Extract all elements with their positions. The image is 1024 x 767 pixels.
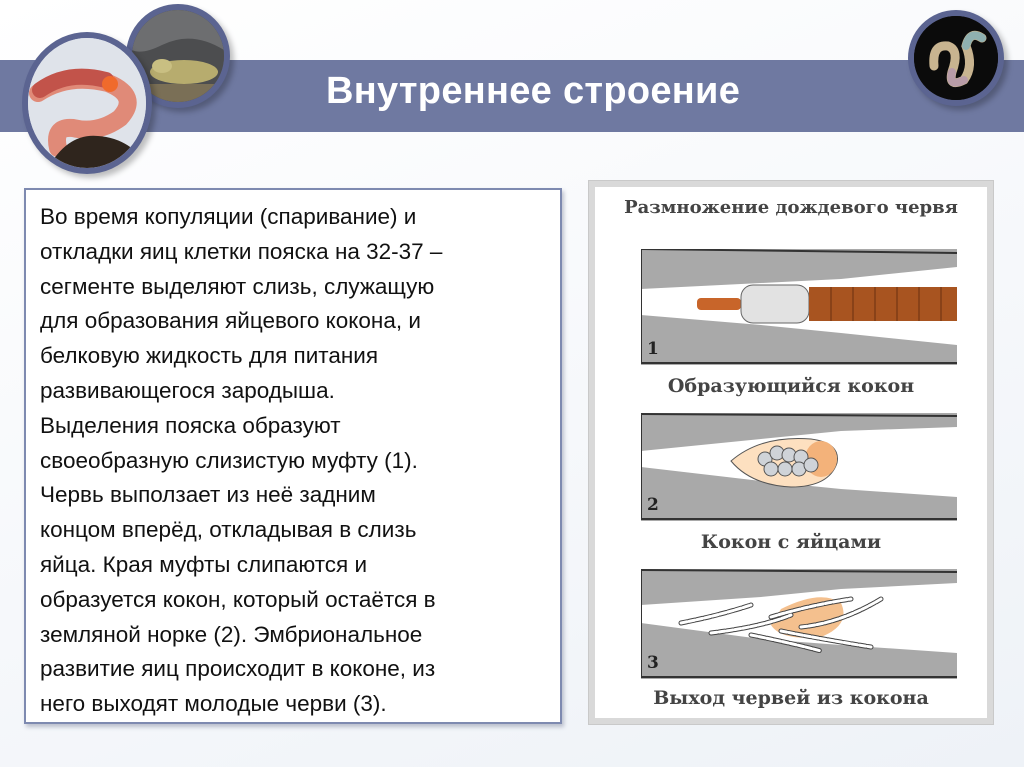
panel-1-caption: Образующийся кокон bbox=[667, 375, 915, 397]
figure-title: Размножение дождевого червя bbox=[624, 197, 958, 218]
earthworm-photo bbox=[22, 32, 152, 174]
figure-canvas: Размножение дождевого червя 1 Образую bbox=[595, 187, 987, 718]
panel-3-worms-emerging: 3 bbox=[640, 569, 958, 679]
slug-photo bbox=[126, 4, 230, 108]
panel-number: 1 bbox=[647, 339, 659, 359]
panel-2-cocoon-with-eggs: 2 bbox=[640, 413, 958, 521]
reproduction-figure: Размножение дождевого червя 1 Образую bbox=[588, 180, 994, 725]
description-text: Во время копуляции (спаривание) и отклад… bbox=[40, 204, 443, 717]
panel-2-caption: Кокон с яйцами bbox=[700, 531, 882, 553]
polychaete-photo bbox=[908, 10, 1004, 106]
slide-title: Внутреннее строение bbox=[326, 70, 741, 112]
panel-3-caption: Выход червей из кокона bbox=[653, 687, 929, 709]
panel-number: 3 bbox=[647, 653, 659, 673]
panel-number: 2 bbox=[647, 495, 659, 515]
description-text-box: Во время копуляции (спаривание) и отклад… bbox=[24, 188, 562, 724]
panel-1-forming-cocoon: 1 bbox=[640, 248, 958, 365]
